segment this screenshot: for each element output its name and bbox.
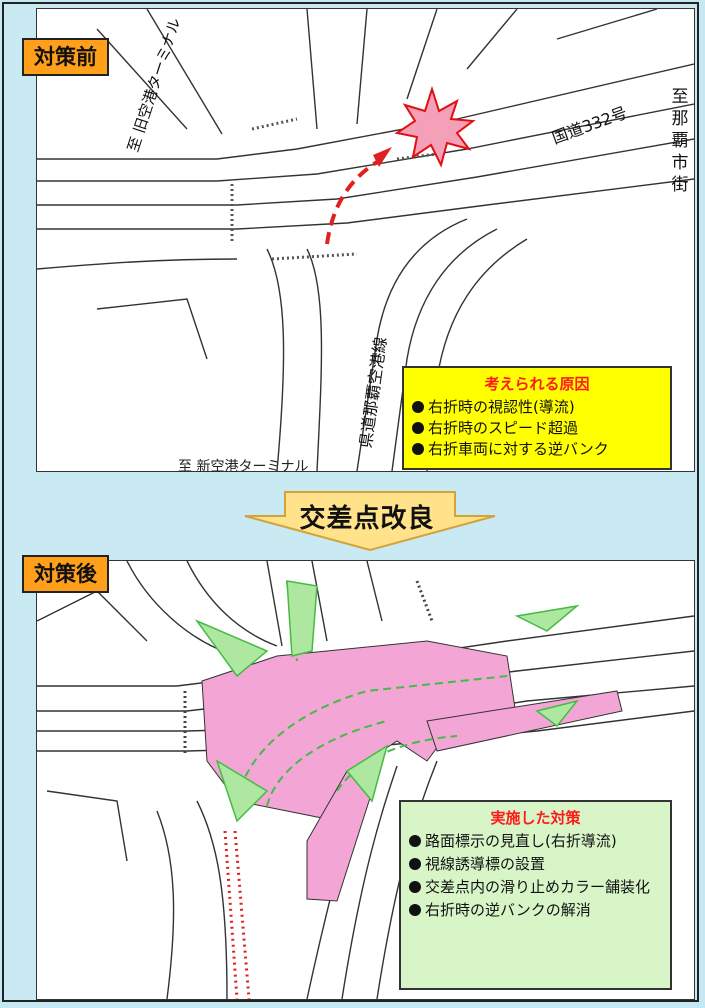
- bullet-icon: [412, 401, 424, 413]
- improvement-label: 交差点改良: [299, 504, 435, 534]
- measures-box: 実施した対策 路面標示の見直し(右折導流) 視線誘導標の設置 交差点内の滑り止め…: [399, 800, 672, 990]
- before-map-panel: [36, 8, 695, 472]
- bullet-icon: [412, 443, 424, 455]
- measure-item: 右折時の逆バンクの解消: [409, 900, 662, 920]
- cause-item: 右折時のスピード超過: [412, 418, 662, 439]
- bullet-icon: [412, 422, 424, 434]
- after-road-drawing: [37, 561, 694, 999]
- after-badge: 対策後: [22, 555, 109, 593]
- down-arrow-icon: [244, 491, 496, 552]
- to-naha-city-label: 至那覇市街: [671, 87, 689, 195]
- bullet-icon: [409, 858, 421, 870]
- bullet-icon: [409, 904, 421, 916]
- measure-item: 路面標示の見直し(右折導流): [409, 831, 662, 851]
- measures-title: 実施した対策: [490, 809, 581, 827]
- causes-title: 考えられる原因: [484, 375, 590, 393]
- accident-burst: [394, 85, 476, 168]
- before-road-drawing: [37, 9, 694, 471]
- before-badge: 対策前: [22, 38, 109, 76]
- cause-item: 右折時の視認性(導流): [412, 397, 662, 418]
- improvement-arrow: 交差点改良: [215, 488, 615, 552]
- causes-box: 考えられる原因 右折時の視認性(導流) 右折時のスピード超過 右折車両に対する逆…: [402, 366, 672, 470]
- measure-item: 交差点内の滑り止めカラー舗装化: [409, 877, 662, 897]
- bullet-icon: [409, 881, 421, 893]
- pink-paving-south: [306, 770, 378, 902]
- to-new-terminal-label: 至 新空港ターミナル: [178, 459, 309, 475]
- measure-item: 視線誘導標の設置: [409, 854, 662, 874]
- bullet-icon: [409, 835, 421, 847]
- cause-item: 右折車両に対する逆バンク: [412, 439, 662, 460]
